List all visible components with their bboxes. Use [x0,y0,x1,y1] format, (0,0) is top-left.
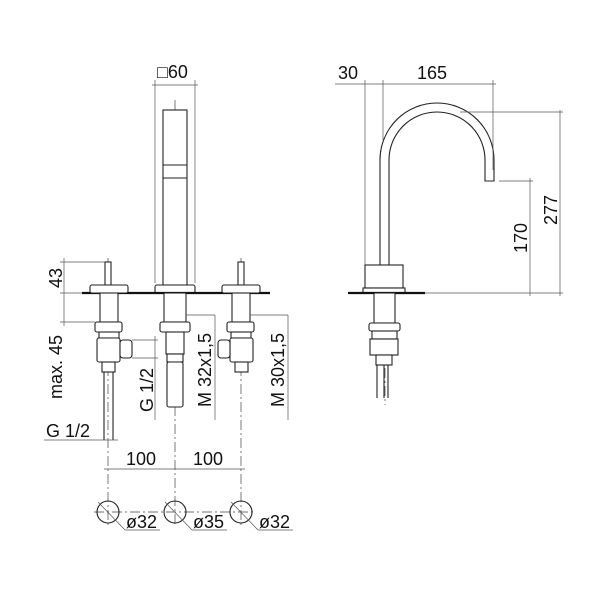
dim-m30: M 30x1,5 [268,333,288,407]
hand-shower [154,109,196,294]
label-d32-left: ø32 [126,512,157,532]
shower-connector [159,292,191,408]
dim-square-60: □60 [157,62,188,82]
dim-g-half-side: G 1/2 [137,368,157,412]
hole-right [229,500,253,524]
dim-30: 30 [338,63,358,83]
dim-max-45: max. 45 [46,335,66,399]
front-view: □60 43 max. 45 G 1/2 M 32x1,5 [44,62,293,532]
dim-100-left: 100 [126,449,156,469]
dim-43: 43 [46,268,66,288]
dim-m32: M 32x1,5 [195,333,215,407]
side-view: 30 165 277 170 [335,63,563,405]
label-d32-right: ø32 [259,512,290,532]
right-valve [217,261,261,373]
dim-100-right: 100 [193,449,223,469]
hole-center [163,500,187,524]
dim-g-half-valve: G 1/2 [46,421,90,441]
hole-left [96,500,120,524]
spout-base [364,264,404,289]
dim-165: 165 [417,63,447,83]
dim-170: 170 [511,223,531,253]
label-d35: ø35 [193,512,224,532]
dim-277: 277 [541,195,561,225]
mounting-holes: ø32 ø35 ø32 [94,500,293,532]
left-valve [89,261,133,440]
spout [379,102,495,266]
